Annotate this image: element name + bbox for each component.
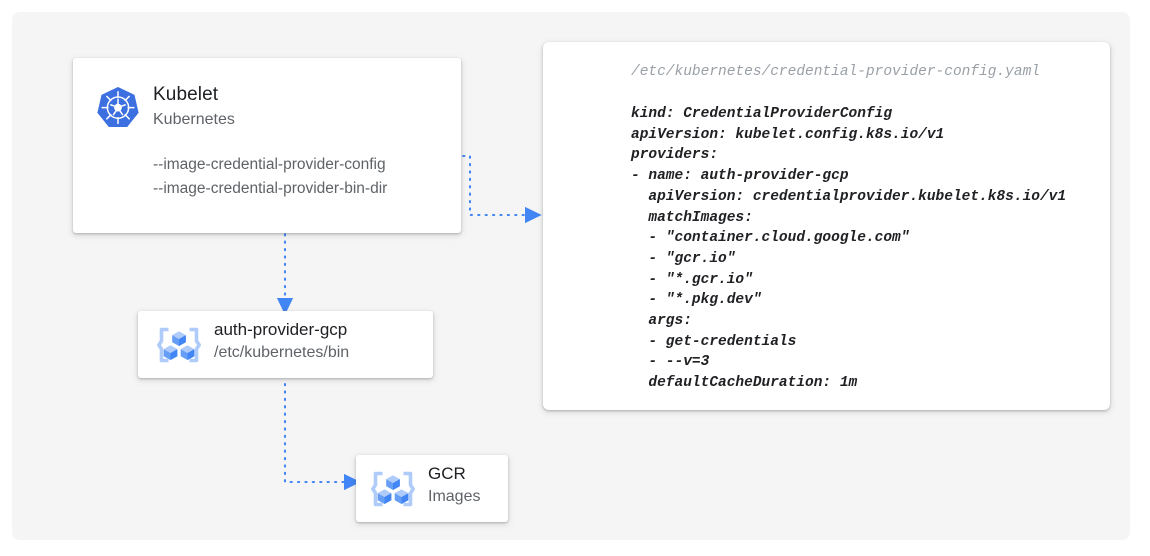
kubelet-card-title: Kubelet (153, 84, 219, 105)
kubelet-card-subtitle: Kubernetes (153, 111, 235, 128)
kubernetes-logo-icon (95, 85, 141, 131)
gcp-binary-package-icon (154, 320, 204, 370)
gcr-card-title: GCR (428, 464, 466, 483)
yaml-file-path: /etc/kubernetes/credential-provider-conf… (631, 64, 1040, 80)
kubelet-card[interactable]: Kubelet Kubernetes --image-credential-pr… (73, 58, 461, 233)
auth-provider-card-title: auth-provider-gcp (214, 320, 348, 339)
kubelet-card-flag-config: --image-credential-provider-config (153, 156, 386, 173)
gcr-card-subtitle: Images (428, 488, 481, 505)
diagram-canvas: Kubelet Kubernetes --image-credential-pr… (12, 12, 1130, 540)
kubelet-card-flag-bin-dir: --image-credential-provider-bin-dir (153, 180, 388, 197)
gcp-binary-package-icon (368, 464, 418, 514)
auth-provider-card-subtitle: /etc/kubernetes/bin (214, 344, 350, 361)
connector-auth-provider-to-gcr (283, 382, 361, 491)
auth-provider-card[interactable]: auth-provider-gcp /etc/kubernetes/bin (138, 311, 433, 378)
gcr-card[interactable]: GCR Images (356, 455, 508, 522)
yaml-config-card[interactable]: /etc/kubernetes/credential-provider-conf… (543, 42, 1110, 410)
yaml-file-content: kind: CredentialProviderConfig apiVersio… (631, 106, 1067, 392)
